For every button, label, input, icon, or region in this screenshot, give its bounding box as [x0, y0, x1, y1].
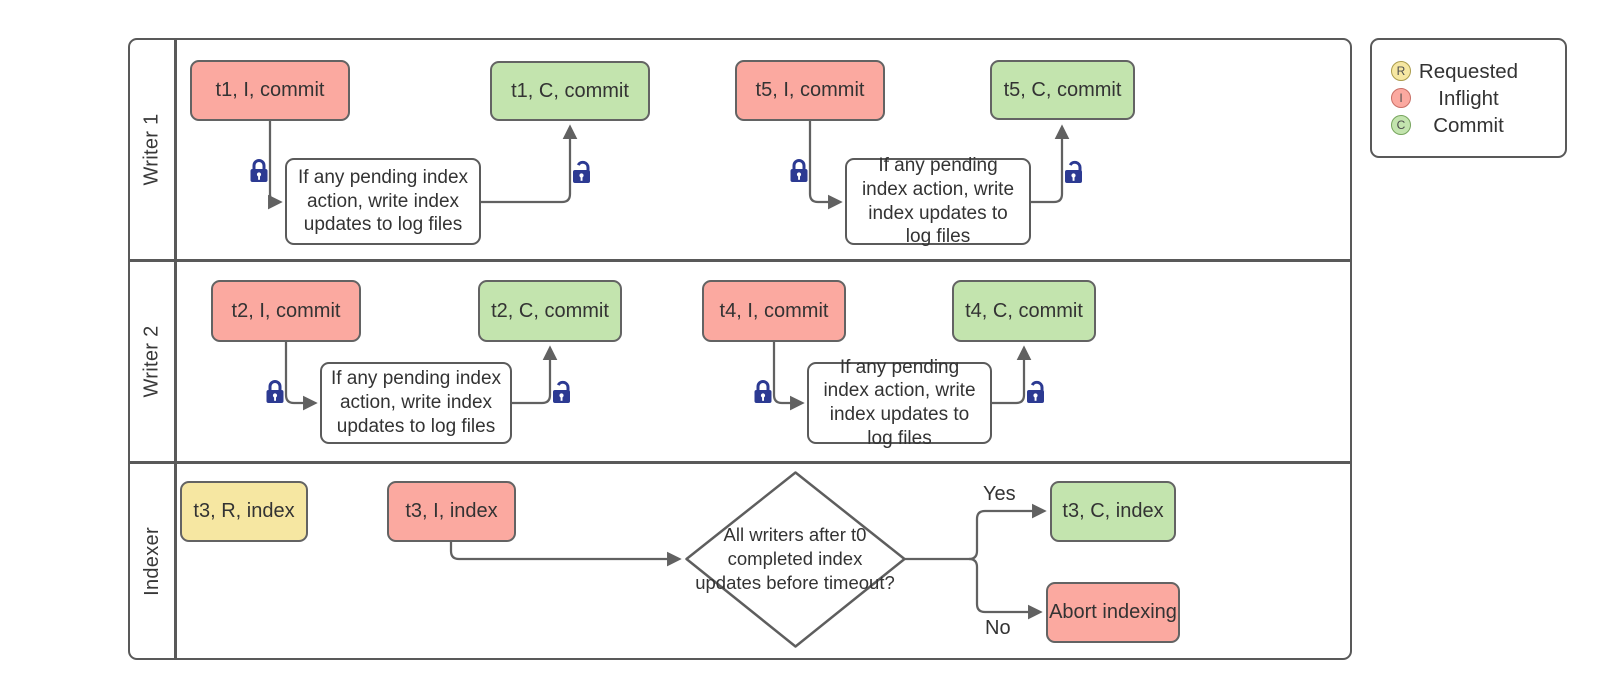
branch-yes-label: Yes — [983, 483, 1016, 505]
lane-label-divider — [174, 40, 177, 658]
state-t3-inflight: t3, I, index — [387, 481, 516, 542]
action-label: If any pending index action, write index… — [297, 166, 469, 236]
action-box-writer1-flow1: If any pending index action, write index… — [285, 158, 481, 245]
state-t4-inflight: t4, I, commit — [702, 280, 846, 342]
state-label: t3, I, index — [405, 500, 498, 522]
marker-letter: I — [1399, 91, 1403, 105]
lane-indexer-label: Indexer — [130, 463, 174, 660]
lock-open-icon — [1021, 378, 1048, 410]
state-t4-commit: t4, C, commit — [952, 280, 1096, 342]
lock-closed-icon — [248, 157, 270, 189]
decision-question: All writers after t0 completed index upd… — [693, 513, 897, 605]
state-t1-inflight: t1, I, commit — [190, 60, 350, 121]
lock-closed-icon — [788, 157, 810, 189]
legend-item-inflight: I Inflight — [1372, 85, 1565, 112]
legend: R Requested I Inflight C Commit — [1370, 38, 1567, 158]
state-t5-commit: t5, C, commit — [990, 60, 1135, 120]
state-label: t4, C, commit — [965, 299, 1083, 322]
legend-label: Inflight — [1438, 87, 1499, 110]
state-label: t3, R, index — [193, 500, 295, 522]
legend-item-commit: C Commit — [1372, 112, 1565, 139]
state-label: t1, C, commit — [511, 79, 629, 102]
state-t2-inflight: t2, I, commit — [211, 280, 361, 342]
state-t2-commit: t2, C, commit — [478, 280, 622, 342]
lane-label-text: Writer 2 — [140, 324, 163, 398]
state-label: t2, C, commit — [491, 299, 609, 322]
action-box-writer1-flow2: If any pending index action, write index… — [845, 155, 1031, 247]
state-t5-inflight: t5, I, commit — [735, 60, 885, 121]
legend-label: Commit — [1433, 114, 1504, 137]
state-t3-commit: t3, C, index — [1050, 481, 1176, 542]
action-box-writer2-flow2: If any pending index action, write index… — [807, 357, 992, 449]
lane-divider-1 — [130, 259, 1350, 262]
state-label: t5, I, commit — [755, 79, 865, 101]
lock-closed-icon — [264, 378, 286, 410]
decision-diamond — [685, 471, 906, 648]
state-t3-requested: t3, R, index — [180, 481, 308, 542]
lock-open-icon — [547, 378, 574, 410]
marker-letter: R — [1396, 64, 1406, 78]
lane-writer1-label: Writer 1 — [130, 40, 174, 259]
state-label: t3, C, index — [1062, 500, 1164, 522]
state-abort-indexing: Abort indexing — [1046, 582, 1180, 643]
lane-label-text: Writer 1 — [140, 113, 163, 186]
decision-label: All writers after t0 completed index upd… — [695, 524, 895, 593]
branch-no-label: No — [985, 617, 1011, 639]
state-label: t1, I, commit — [215, 79, 325, 101]
legend-label: Requested — [1418, 60, 1519, 83]
lane-divider-2 — [130, 461, 1350, 464]
state-label: t4, I, commit — [719, 299, 829, 322]
lane-writer2-label: Writer 2 — [130, 261, 174, 461]
state-label: t2, I, commit — [231, 299, 341, 322]
lane-label-text: Indexer — [140, 527, 163, 596]
state-label: t5, C, commit — [1003, 78, 1122, 101]
commit-marker-icon: C — [1391, 115, 1411, 135]
requested-marker-icon: R — [1391, 61, 1411, 81]
swimlane-diagram: Writer 1 Writer 2 Indexer — [128, 38, 1352, 660]
legend-item-requested: R Requested — [1372, 58, 1565, 85]
inflight-marker-icon: I — [1391, 88, 1411, 108]
action-label: If any pending index action, write index… — [823, 356, 976, 449]
action-label: If any pending index action, write index… — [861, 155, 1015, 248]
lock-closed-icon — [752, 378, 774, 410]
state-label: Abort indexing — [1049, 601, 1177, 623]
state-t1-commit: t1, C, commit — [490, 61, 650, 121]
marker-letter: C — [1396, 118, 1406, 132]
action-label: If any pending index action, write index… — [330, 368, 502, 437]
lock-open-icon — [1059, 158, 1086, 190]
action-box-writer2-flow1: If any pending index action, write index… — [320, 362, 512, 444]
lock-open-icon — [567, 158, 594, 190]
